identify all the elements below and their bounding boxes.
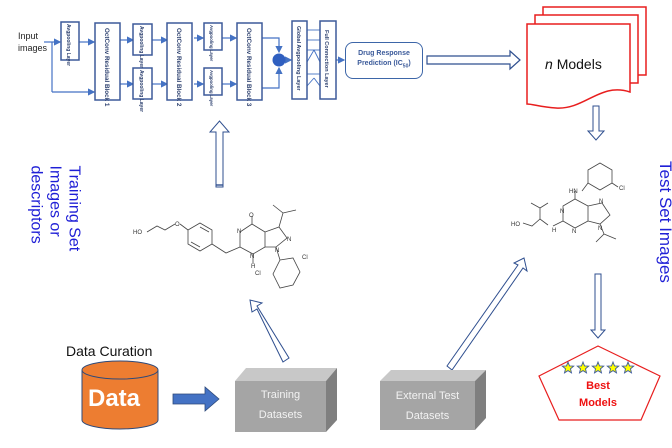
arrow-training-to-model [208,120,231,188]
models-line: Models [579,397,617,409]
avgpool-layer-2b [132,67,153,100]
n-models-stack [526,6,647,109]
atom-label: N [572,229,576,235]
n-models-label: n Models [545,56,602,72]
arrow-test-to-best [589,273,607,339]
external-datasets-box [380,370,486,430]
training-molecule [146,204,301,289]
arrow [262,37,283,54]
label-line: External Test [395,390,460,402]
arrow-models-to-test [586,105,606,141]
training-set-line: Images or [46,165,64,237]
test-molecule [522,162,619,243]
star-icon [621,360,635,374]
atom-label: N [598,226,602,232]
atom-label: N [237,229,241,235]
training-datasets-label: Training Datasets [235,385,326,425]
atom-label: Cl [302,255,308,261]
label-line: Datasets [258,409,303,421]
data-cylinder-label: Data [88,385,141,412]
star-icon [576,360,590,374]
atom-label: N [275,248,279,254]
octconv-block-3 [236,22,263,101]
full-connection-layer [319,20,337,100]
label-line: Datasets [405,410,450,422]
avgpool-label: Avgpooling Layer [65,24,71,66]
atom-label: N [560,209,564,215]
ic-subscript: 50 [402,63,409,70]
avgpool-layer-1 [60,21,80,61]
avgpool-label: Avgpooling Layer [138,26,144,68]
ic-label: Prediction (IC [357,60,403,68]
label-line: Training [260,389,301,401]
training-set-label: Training Set Images or descriptors [27,166,84,316]
star-icon [591,360,605,374]
star-icon [561,360,575,374]
arrow [262,66,283,89]
atom-label: N [599,199,603,205]
connection-lines [306,29,321,87]
avgpool-layer-2a [132,23,153,56]
best-line: Best [586,380,610,392]
atom-label: Cl [255,271,261,277]
training-datasets-box [235,368,337,432]
drug-response-prediction-box: Drug Response Prediction (IC50) [345,42,423,79]
avgpool-label: Avgpooling Layer [209,25,214,61]
atom-label: N [250,254,254,260]
fc-label: Full Connection Layer [323,30,329,89]
data-cylinder [81,360,159,430]
block2-label: OctConv Residual Block 2 [175,28,182,107]
avgpool-layer-3b [203,67,223,96]
training-set-line: descriptors [27,165,45,244]
atom-label: O [175,222,180,228]
atom-label: O [249,213,254,219]
avgpool-layer-3a [203,22,223,51]
arrow-data-to-training [172,386,220,412]
arrow-training-datasets-up [249,299,290,363]
atom-label: N [287,237,291,243]
test-set-images-label: Test Set Images [656,161,672,283]
atom-label: H [251,264,255,270]
rating-stars [561,360,635,374]
block1-label: OctConv Residual Block 1 [103,28,110,107]
atom-label: HO [133,230,142,236]
block3-label: OctConv Residual Block 3 [245,28,252,107]
arrow-external-datasets-up [446,257,528,371]
global-avgpool-label: Global Avgpooling Layer [295,26,301,92]
merge-node [272,53,286,67]
architecture-diagram [44,29,346,96]
atom-label: HO [511,222,520,228]
ic-close: ) [408,60,411,68]
n-symbol: n [545,56,553,72]
models-word: Models [556,56,602,72]
global-avgpool-layer [291,20,308,100]
best-models-label: Best Models [565,378,631,412]
atom-label: HN [569,189,578,195]
atom-label: Cl [619,186,625,192]
drug-response-line2: Prediction (IC50) [357,59,410,71]
avgpool-label: Avgpooling Layer [209,70,214,106]
star-icon [606,360,620,374]
input-images-label: Input images [18,31,48,53]
atom-label: H [552,228,556,234]
octconv-block-1 [94,22,121,101]
arrow-to-models [426,49,521,71]
test-molecule-atoms: HO HN Cl N N N N H [511,186,625,235]
data-curation-label: Data Curation [66,343,153,359]
model-document-front [526,23,631,109]
training-set-line: Training Set [65,165,83,252]
external-datasets-label: External Test Datasets [380,386,475,426]
drug-response-line1: Drug Response [358,50,410,58]
training-molecule-atoms: HO O O N N H N N Cl Cl [133,213,308,277]
octconv-block-2 [166,22,193,101]
avgpool-label: Avgpooling Layer [138,70,144,112]
